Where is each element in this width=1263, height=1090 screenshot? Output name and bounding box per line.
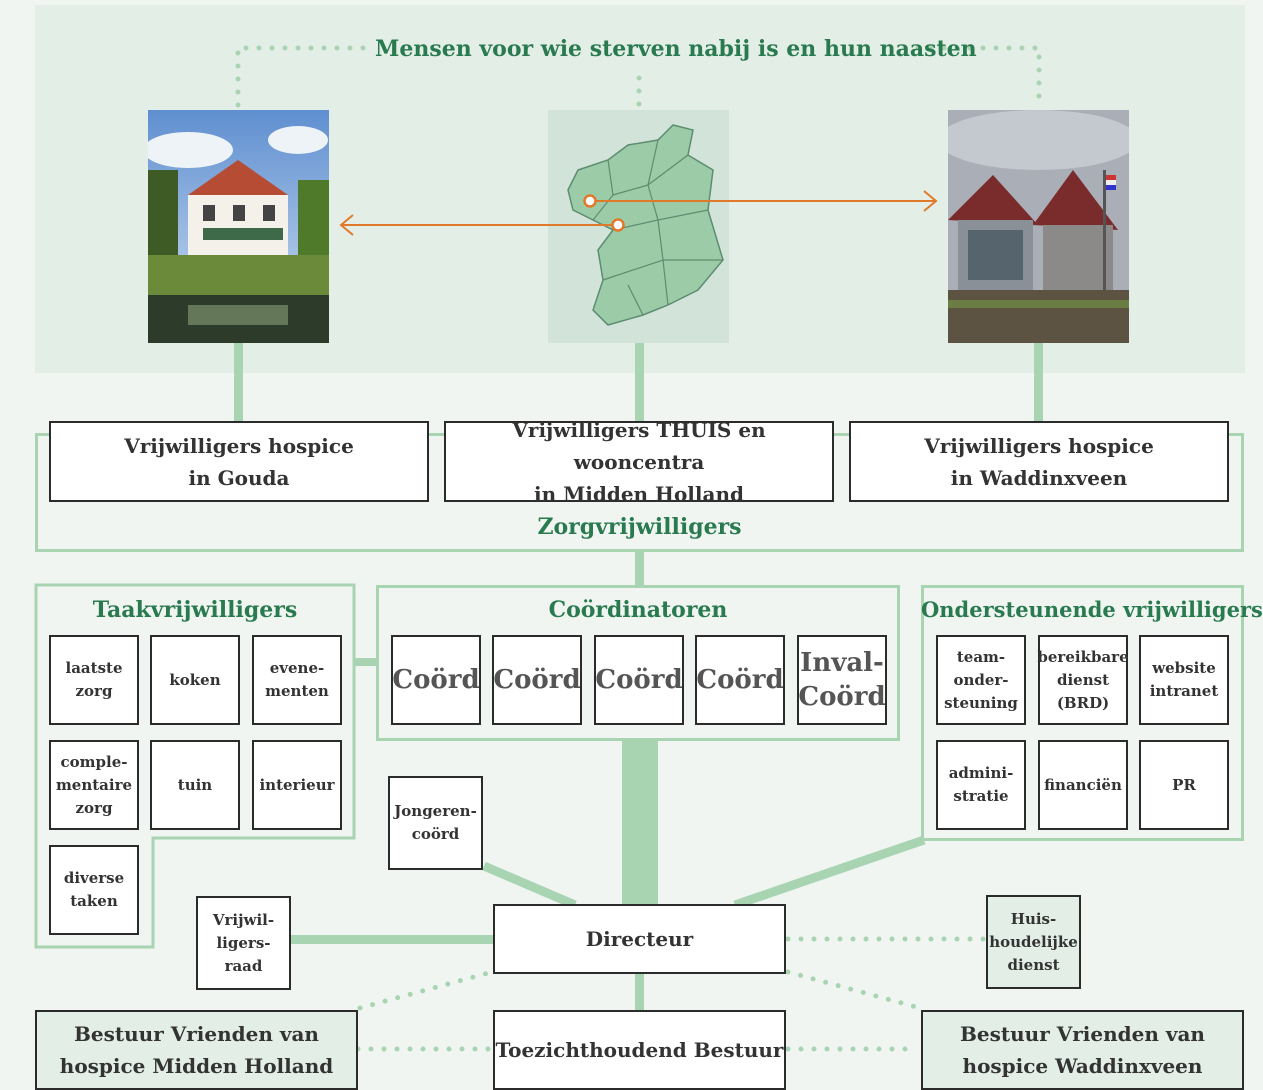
task-item: koken	[150, 635, 240, 725]
care-volunteers-title: Zorgvrijwilligers	[537, 514, 742, 540]
support-volunteers-frame	[921, 585, 1244, 841]
task-item: interieur	[252, 740, 342, 830]
support-item: team- onder- steuning	[936, 635, 1026, 725]
house-photo-gouda	[148, 110, 329, 343]
support-item: bereikbare dienst (BRD)	[1037, 635, 1129, 725]
task-volunteers-title: Taakvrijwilligers	[92, 597, 298, 623]
coordinators-title: Coördinatoren	[548, 597, 728, 623]
youth-coordinator-box: Jongeren- coörd	[388, 776, 483, 870]
hospice-waddinxveen-volunteers: Vrijwilligers hospice in Waddinxveen	[849, 421, 1229, 502]
task-item: diverse taken	[49, 845, 139, 935]
hospice-gouda-volunteers: Vrijwilligers hospice in Gouda	[49, 421, 429, 502]
support-item: PR	[1139, 740, 1229, 830]
home-volunteers: Vrijwilligers THUIS en wooncentra in Mid…	[444, 418, 834, 506]
house-photo-waddinxveen	[948, 110, 1129, 343]
director-box: Directeur	[493, 904, 786, 974]
friends-board-waddinxveen: Bestuur Vrienden van hospice Waddinxveen	[921, 1010, 1244, 1090]
region-map-midden-holland	[548, 110, 729, 343]
substitute-coordinator-box: Inval- Coörd	[797, 635, 887, 725]
header-title: Mensen voor wie sterven nabij is en hun …	[375, 36, 977, 62]
task-item: evene- menten	[252, 635, 342, 725]
support-volunteers-title: Ondersteunende vrijwilligers	[921, 597, 1263, 622]
coordinators-frame	[376, 585, 900, 741]
support-item: website intranet	[1139, 635, 1229, 725]
volunteer-council-box: Vrijwil- ligers- raad	[196, 896, 291, 990]
coordinator-box: Coörd	[492, 635, 582, 725]
support-item: financiën	[1038, 740, 1128, 830]
coordinator-box: Coörd	[391, 635, 481, 725]
task-item: comple- mentaire zorg	[49, 740, 139, 830]
supervisory-board-box: Toezichthoudend Bestuur	[493, 1010, 786, 1090]
coordinator-box: Coörd	[594, 635, 684, 725]
household-service-box: Huis- houdelijke dienst	[986, 895, 1081, 989]
support-item: admini- stratie	[936, 740, 1026, 830]
task-item: tuin	[150, 740, 240, 830]
coordinator-box: Coörd	[695, 635, 785, 725]
friends-board-midden-holland: Bestuur Vrienden van hospice Midden Holl…	[35, 1010, 358, 1090]
task-item: laatste zorg	[49, 635, 139, 725]
